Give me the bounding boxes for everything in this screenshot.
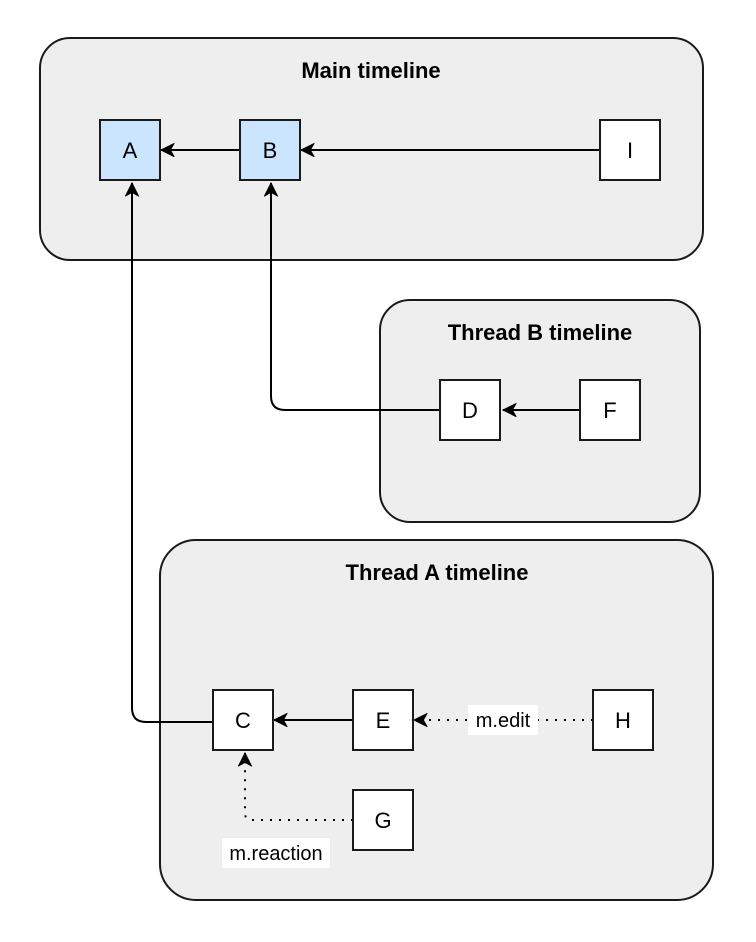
node-F-label: F	[603, 398, 616, 423]
edge-c-to-a	[132, 183, 213, 723]
edge-label-bg-m-edit	[468, 705, 538, 735]
node-C-box	[212, 689, 274, 751]
edge-label-bg-m-reaction	[222, 838, 330, 868]
node-I-label: I	[627, 138, 633, 163]
node-H-box	[592, 689, 654, 751]
node-A-box	[99, 119, 161, 181]
node-I-box	[599, 119, 661, 181]
node-E: E	[352, 689, 414, 751]
node-H: H	[592, 689, 654, 751]
group-title-main-timeline: Main timeline	[301, 58, 440, 83]
node-D-box	[439, 379, 501, 441]
node-B-label: B	[263, 138, 278, 163]
edge-label-m-edit: m.edit	[476, 710, 531, 732]
node-C-label: C	[235, 708, 251, 733]
node-E-label: E	[376, 708, 391, 733]
node-F-box	[579, 379, 641, 441]
node-I: I	[599, 119, 661, 181]
node-C: C	[212, 689, 274, 751]
group-thread-a-timeline	[159, 539, 714, 901]
group-title-thread-a-timeline: Thread A timeline	[346, 560, 529, 585]
node-F: F	[579, 379, 641, 441]
node-D: D	[439, 379, 501, 441]
node-G: G	[352, 789, 414, 851]
edge-d-to-b	[271, 183, 440, 411]
node-G-label: G	[374, 808, 391, 833]
group-title-thread-b-timeline: Thread B timeline	[448, 320, 633, 345]
node-G-box	[352, 789, 414, 851]
node-B: B	[239, 119, 301, 181]
node-A: A	[99, 119, 161, 181]
node-A-label: A	[123, 138, 138, 163]
node-E-box	[352, 689, 414, 751]
edge-label-m-reaction: m.reaction	[229, 843, 322, 865]
node-D-label: D	[462, 398, 478, 423]
node-H-label: H	[615, 708, 631, 733]
node-B-box	[239, 119, 301, 181]
